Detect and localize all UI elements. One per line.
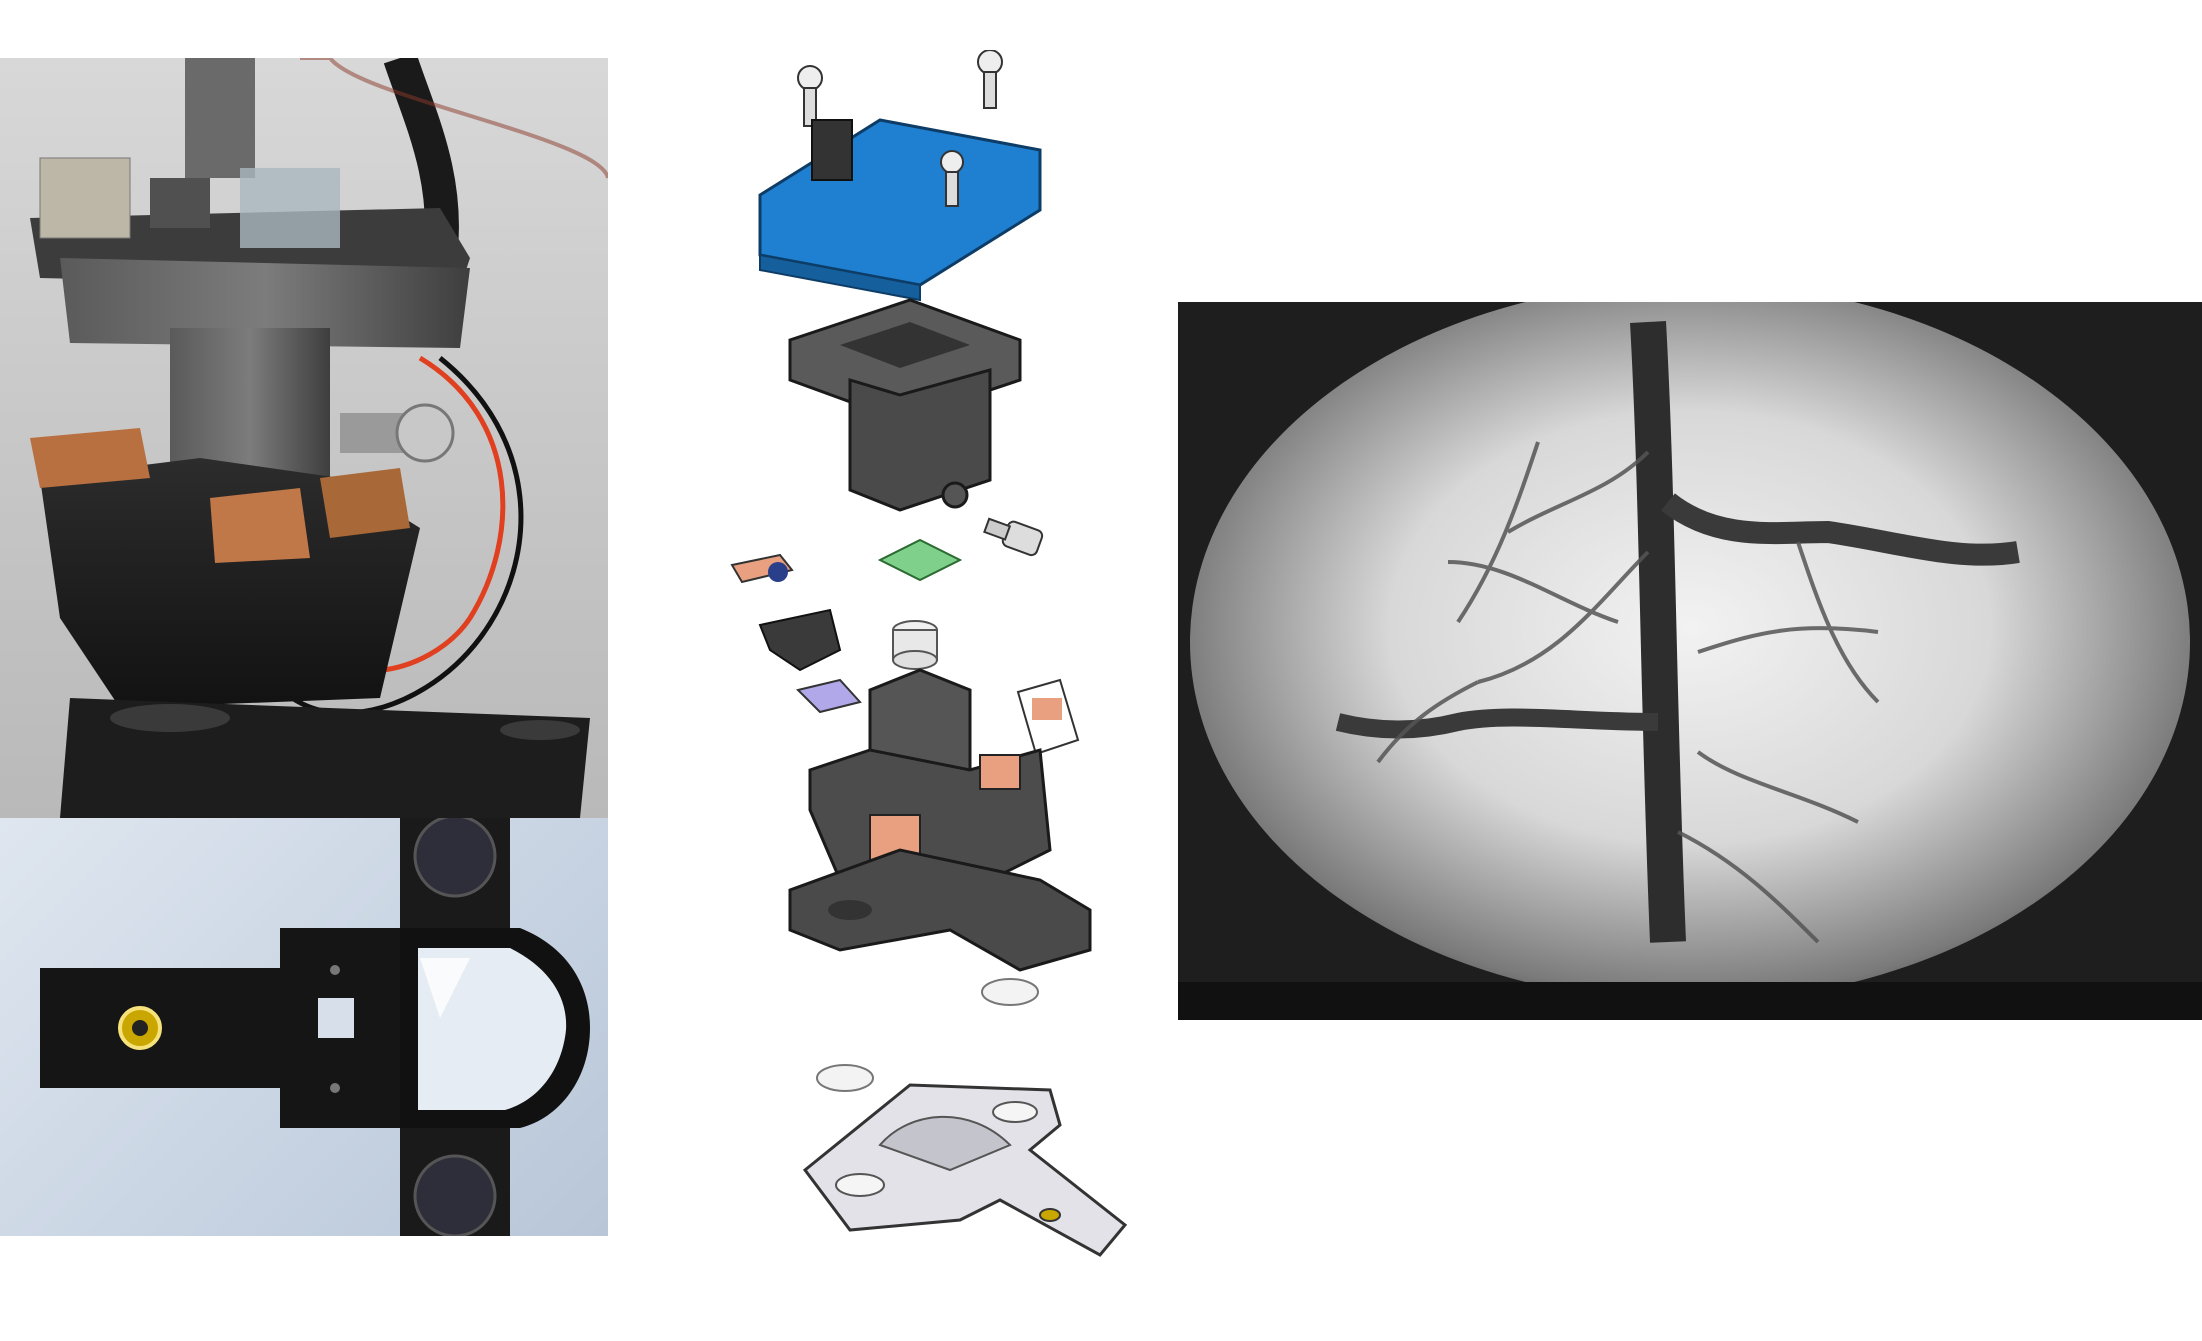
- baseplate-photo: [0, 818, 608, 1236]
- baseplate-cad-icon: [802, 1083, 1128, 1257]
- connector-icon: [811, 119, 853, 181]
- screw-icon: [395, 403, 455, 463]
- magnet-disk-icon: [981, 978, 1039, 1006]
- window-icon: [418, 948, 567, 1110]
- exploded-cad-view: [720, 50, 1140, 1260]
- filter-icon: [877, 538, 963, 582]
- mirror-icon: [730, 553, 794, 584]
- screw-icon: [797, 65, 823, 127]
- pcb-icon: [758, 118, 1042, 287]
- housing-top-icon: [60, 258, 470, 348]
- magnet-icon: [413, 818, 497, 898]
- device-photo: [0, 58, 608, 818]
- sinus-vessel-icon: [1630, 321, 1686, 943]
- housing-lower-icon: [40, 458, 420, 708]
- copper-tape-icon: [30, 428, 150, 488]
- brain-vasculature-image: [1178, 302, 2202, 1020]
